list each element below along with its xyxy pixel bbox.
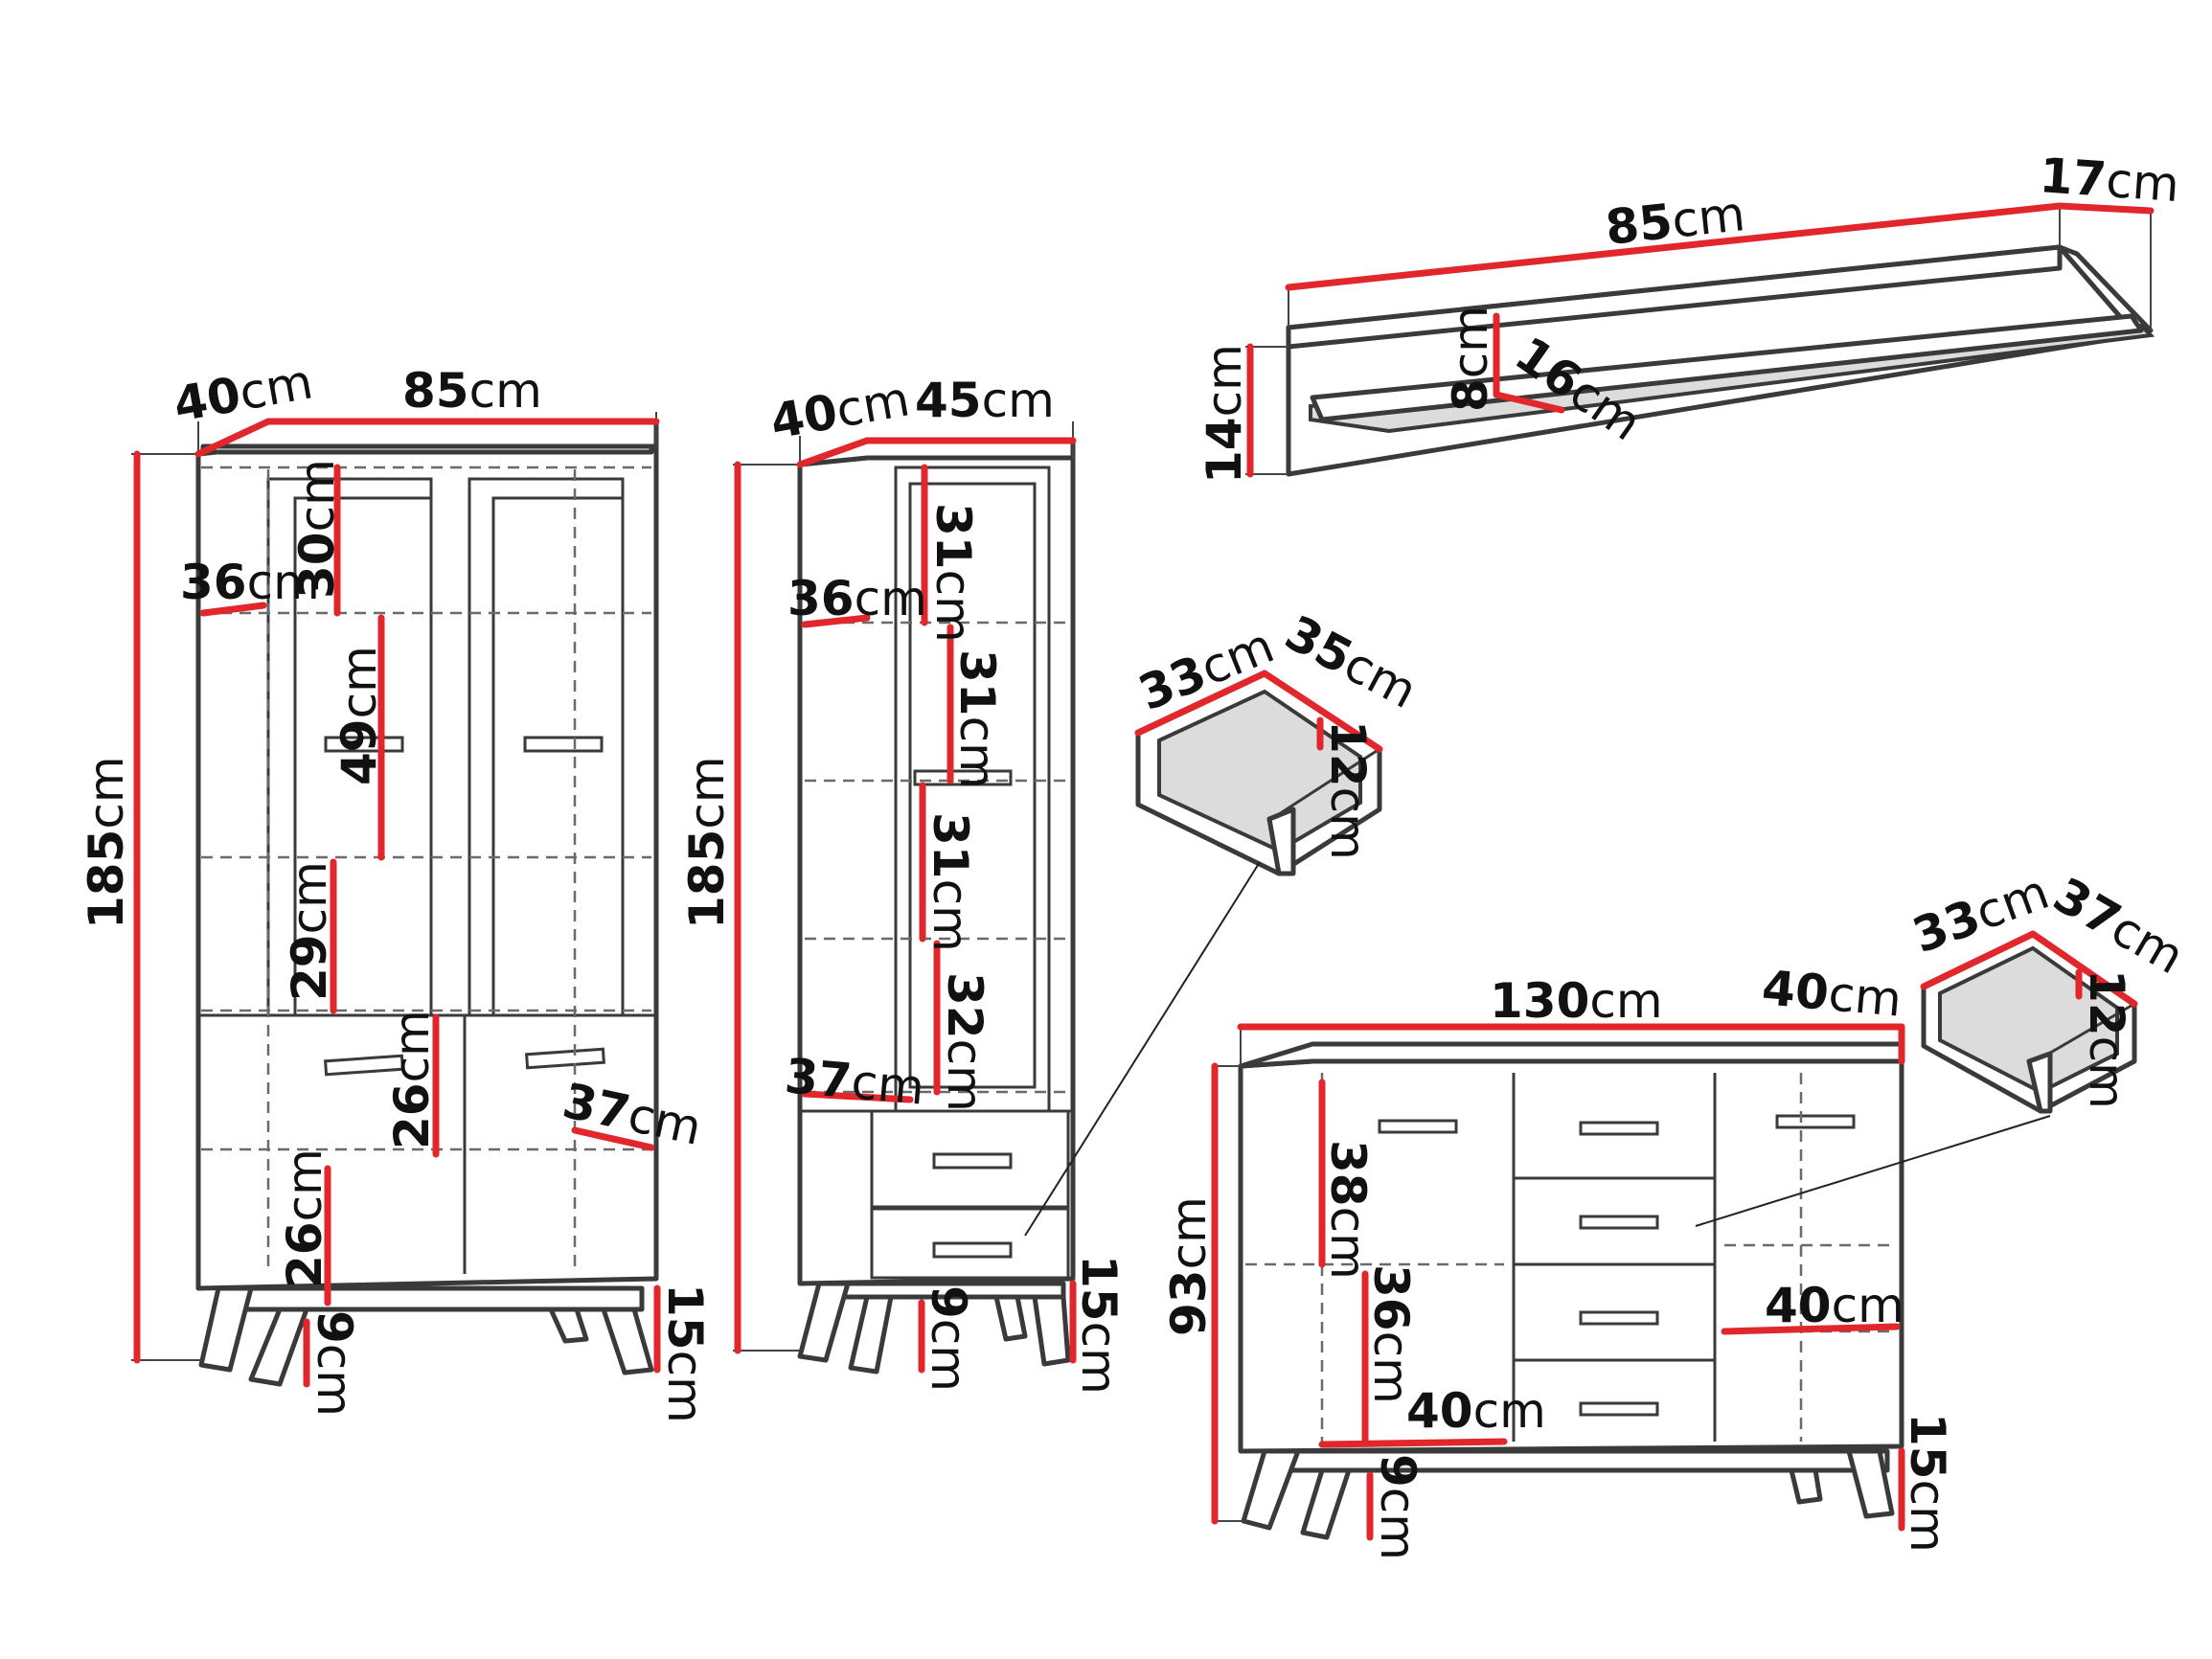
label-cab1-sec3: 29cm (282, 861, 337, 1001)
label-cab2-sec3: 31cm (923, 812, 978, 952)
label-cab1-sec4: 26cm (384, 1010, 440, 1149)
cabinet-single-vitrine (797, 438, 1076, 1375)
label-cab1-leg-height: 15cm (657, 1284, 713, 1423)
label-side-width: 130cm (1490, 973, 1663, 1029)
label-shelf-height: 14cm (1197, 344, 1252, 484)
label-cab1-height: 185cm (79, 756, 134, 929)
label-side-inner-depth1: 40cm (1406, 1383, 1546, 1439)
label-cab2-sec2: 31cm (949, 649, 1005, 789)
label-cab1-depth: 40cm (170, 353, 317, 432)
wall-shelf (1286, 244, 2155, 477)
label-cab1-width: 85cm (402, 363, 542, 419)
label-cab1-sec2: 49cm (331, 646, 387, 785)
label-drawer2-height: 12cm (2079, 969, 2134, 1109)
label-cab1-sec1: 30cm (289, 459, 345, 599)
label-cab2-width: 45cm (915, 373, 1055, 428)
label-drawer1-height: 12cm (1320, 720, 1376, 860)
extension-lines (131, 206, 2152, 1522)
label-cab1-leg-clear: 9cm (307, 1310, 362, 1417)
label-cab2-sec4: 32cm (937, 972, 992, 1112)
label-cab2-shelf-depth: 36cm (787, 571, 927, 626)
dimension-labels: 40cm 85cm 185cm 36cm 30cm 49cm 29cm 26cm… (79, 148, 2193, 1560)
label-cab2-depth: 40cm (766, 371, 914, 449)
label-side-inner-depth2: 40cm (1765, 1278, 1904, 1333)
label-cab2-sec1: 31cm (925, 503, 981, 643)
label-cab1-sec5: 26cm (277, 1148, 332, 1288)
sideboard (1238, 1041, 1904, 1540)
leader-line-drawer2 (1695, 1115, 2051, 1227)
leader-line-drawer1 (1024, 861, 1261, 1237)
label-side-leg-height: 15cm (1900, 1413, 1955, 1553)
label-cab2-inner-depth: 37cm (783, 1048, 926, 1115)
label-shelf-width: 85cm (1603, 186, 1747, 256)
label-cab2-height: 185cm (679, 756, 735, 929)
label-side-depth: 40cm (1760, 960, 1904, 1027)
label-cab2-leg-clear: 9cm (921, 1285, 976, 1392)
label-shelf-depth: 17cm (2038, 148, 2180, 213)
cabinet-double-vitrine (195, 419, 659, 1387)
label-side-height: 93cm (1161, 1196, 1217, 1336)
label-side-sec2: 36cm (1363, 1264, 1419, 1404)
label-cab1-shelf-depth: 36cm (180, 555, 320, 610)
label-shelf-inner-height: 8cm (1443, 306, 1498, 412)
label-side-leg-clear: 9cm (1370, 1454, 1425, 1560)
dimension-lines (133, 202, 2155, 1541)
label-side-sec1: 38cm (1320, 1140, 1376, 1280)
label-cab2-leg-height: 15cm (1071, 1255, 1127, 1395)
label-cab1-inner-depth: 37cm (559, 1073, 707, 1156)
